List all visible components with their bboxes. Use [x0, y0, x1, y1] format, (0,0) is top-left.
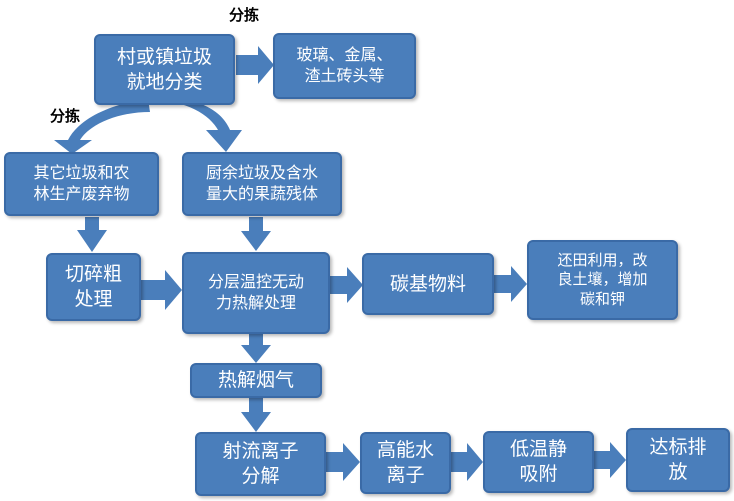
- node-other-waste: 其它垃圾和农 林生产废弃物: [4, 152, 159, 216]
- node-coarse-crush: 切碎粗 处理: [46, 253, 141, 321]
- node-emission: 达标排 放: [626, 428, 730, 492]
- arrow-jet-to-water: [326, 443, 360, 481]
- node-village-sort-text: 村或镇垃圾 就地分类: [116, 45, 212, 93]
- arrow-curve-to-kitchen: [148, 96, 242, 152]
- node-emission-text: 达标排 放: [649, 436, 707, 483]
- node-pyrolysis: 分层温控无动 力热解处理: [182, 252, 330, 334]
- arrow-other-to-crush: [77, 217, 107, 252]
- arrow-crush-to-pyrolysis: [141, 270, 182, 310]
- arrow-carbon-to-soil: [494, 266, 527, 302]
- arrow-curve-to-other: [54, 99, 150, 154]
- node-village-sort: 村或镇垃圾 就地分类: [94, 34, 235, 105]
- node-pyro-smoke: 热解烟气: [190, 363, 322, 398]
- node-carbon-material: 碳基物料: [362, 253, 494, 315]
- node-jet-ion-text: 射流离子 分解: [222, 440, 299, 487]
- node-kitchen-waste: 厨余垃圾及含水 量大的果蔬残体: [182, 152, 342, 216]
- arrow-kitchen-to-pyrolysis: [241, 217, 271, 251]
- sort-label-left: 分拣: [50, 107, 81, 125]
- arrow-village-to-glass: [236, 46, 274, 84]
- arrow-pyrolysis-to-carbon: [330, 267, 363, 303]
- node-water-ion-text: 高能水 离子: [376, 439, 434, 486]
- arrow-lowtemp-to-emission: [594, 442, 626, 478]
- arrow-pyrolysis-to-smoke: [241, 334, 271, 363]
- node-low-temp-text: 低温静 吸附: [509, 438, 567, 485]
- node-pyro-smoke-text: 热解烟气: [217, 369, 294, 392]
- arrow-smoke-to-jet: [241, 398, 271, 432]
- node-jet-ion: 射流离子 分解: [195, 432, 326, 496]
- node-other-waste-text: 其它垃圾和农 林生产废弃物: [33, 163, 130, 203]
- sort-label-top: 分拣: [229, 6, 260, 24]
- node-glass-metal-text: 玻璃、金属、 渣土砖头等: [296, 45, 393, 85]
- node-coarse-crush-text: 切碎粗 处理: [64, 263, 122, 310]
- node-glass-metal: 玻璃、金属、 渣土砖头等: [273, 33, 416, 99]
- node-carbon-material-text: 碳基物料: [389, 272, 466, 295]
- node-low-temp: 低温静 吸附: [483, 431, 594, 493]
- node-soil-use: 还田利用，改 良土壤，增加 碳和钾: [527, 240, 678, 320]
- node-kitchen-waste-text: 厨余垃圾及含水 量大的果蔬残体: [205, 163, 318, 203]
- node-pyrolysis-text: 分层温控无动 力热解处理: [207, 272, 304, 312]
- node-soil-use-text: 还田利用，改 良土壤，增加 碳和钾: [557, 250, 648, 308]
- node-water-ion: 高能水 离子: [360, 432, 451, 494]
- arrow-water-to-lowtemp: [451, 443, 483, 481]
